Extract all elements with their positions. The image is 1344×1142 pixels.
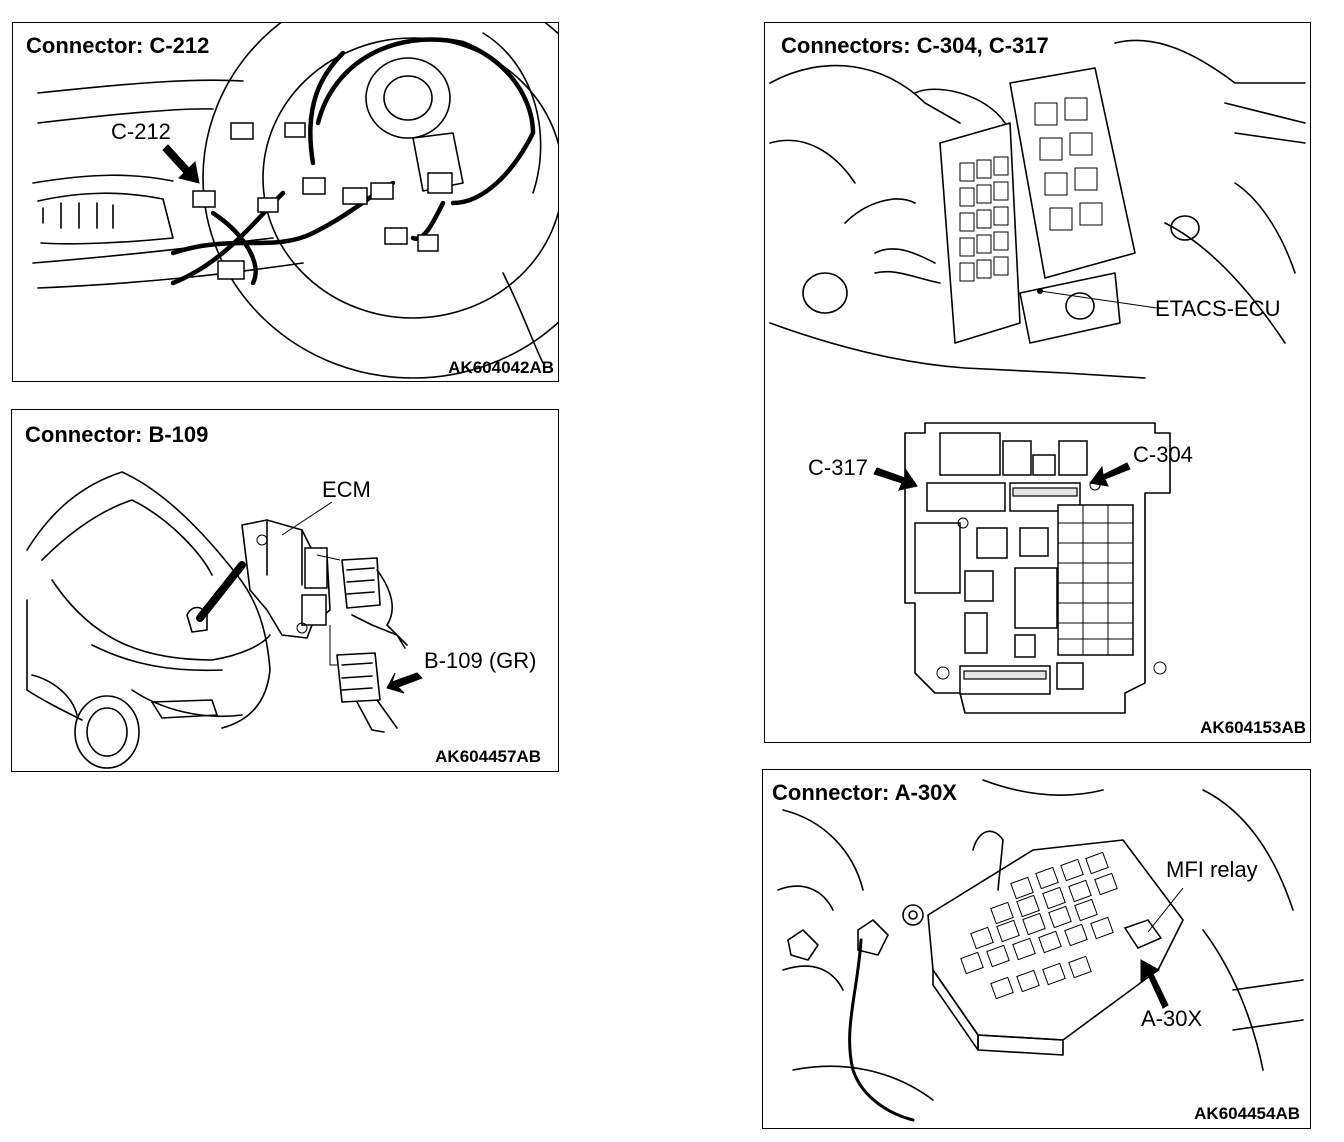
panel-connector-a30x: Connector: A-30X MFI relay A-30X AK60445… [762,769,1311,1129]
a30x-callout-label: A-30X [1141,1006,1203,1031]
panel-connectors-c304-c317: Connectors: C-304, C-317 ETACS-ECU C-317… [764,22,1311,743]
ecm-label: ECM [322,477,371,502]
b109-illustration [26,471,423,769]
etacs-ecu-label: ETACS-ECU [1155,296,1281,321]
c317-callout-label: C-317 [808,455,868,480]
panel-connector-c212: Connector: C-212 C-212 AK604042AB [12,22,559,382]
b109-panel-title: Connector: B-109 [25,422,209,447]
a30x-panel-title: Connector: A-30X [772,780,957,805]
c212-figure-code: AK604042AB [448,358,554,377]
b109-callout-label: B-109 (GR) [424,648,537,673]
c304-illustration [769,39,1306,714]
c212-panel-title: Connector: C-212 [26,33,210,58]
c212-callout-label: C-212 [111,119,171,144]
a30x-illustration [777,779,1304,1122]
c212-illustration [32,23,558,379]
mfi-relay-label: MFI relay [1166,857,1258,882]
c304-callout-label: C-304 [1133,442,1193,467]
a30x-figure-code: AK604454AB [1194,1104,1300,1123]
c304-figure-code: AK604153AB [1200,718,1306,737]
c304-panel-title: Connectors: C-304, C-317 [781,33,1049,58]
b109-figure-code: AK604457AB [435,747,541,766]
panel-connector-b109: Connector: B-109 ECM B-109 (GR) AK604457… [11,409,559,772]
